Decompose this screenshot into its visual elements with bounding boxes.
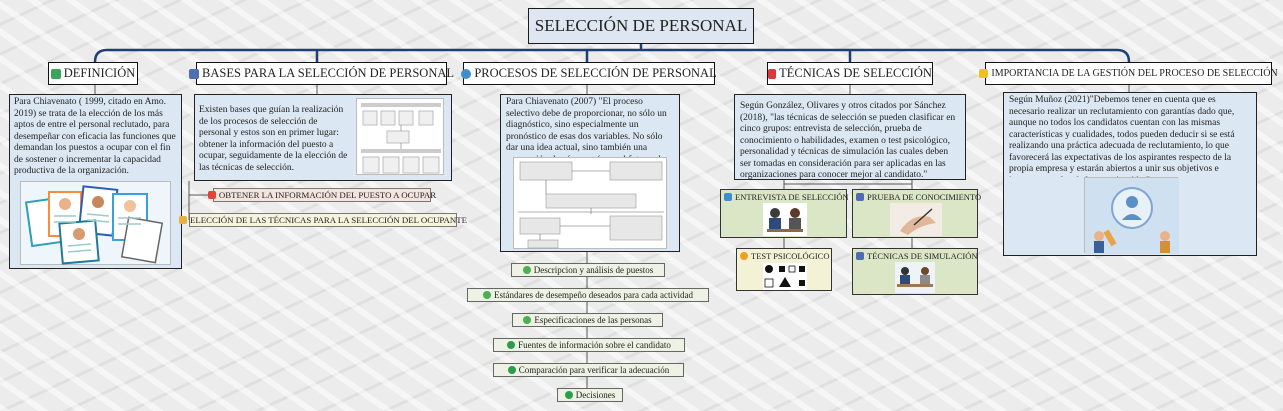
definicion-panel: Para Chiavenato ( 1999, citado en Amo. 2… [9,94,182,269]
bases-text: Existen bases que guían la realización d… [199,105,348,173]
tecnica-test-psicologico-label: TEST PSICOLÓGICO [751,251,830,261]
tecnica-test-psicologico[interactable]: TEST PSICOLÓGICO [736,248,832,291]
proceso-step-6-label: Decisiones [575,390,616,400]
bases-subitem-eleccion-label: ELECCIÓN DE LAS TÉCNICAS PARA LA SELECCI… [190,215,467,225]
proceso-step-1[interactable]: Descripcion y análisis de puestos [511,263,665,277]
proceso-step-3-label: Especificaciones de las personas [534,315,652,325]
note-icon [179,216,188,224]
branch-tecnicas-label: TÉCNICAS DE SELECCIÓN [779,66,932,80]
person-icon [724,193,732,201]
selection-illustration-image [1084,177,1179,254]
proceso-step-4[interactable]: Fuentes de información sobre el candidat… [493,338,685,352]
branch-tecnicas[interactable]: TÉCNICAS DE SELECCIÓN [767,62,933,85]
simulation-image [895,262,935,293]
star-icon [979,69,989,78]
tecnica-prueba[interactable]: PRUEBA DE CONOCIMIENTO [852,189,982,238]
progress-icon [507,366,516,374]
people-check-icon [461,68,472,79]
importancia-text: Según Muñoz (2021)"Debemos tener en cuen… [1009,95,1235,177]
procesos-text: Para Chiavenato (2007) "El proceso selec… [506,97,667,157]
progress-icon [523,316,532,324]
flag-icon [768,68,777,79]
info-icon [740,252,748,260]
bases-panel: Existen bases que guían la realización d… [194,94,452,181]
branch-importancia[interactable]: IMPORTANCIA DE LA GESTIÓN DEL PROCESO DE… [979,62,1278,85]
branch-bases-label: BASES PARA LA SELECCIÓN DE PERSONAL [202,66,455,80]
tecnica-entrevista-label: ENTREVISTA DE SELECCIÓN [735,192,849,202]
bases-diagram-image [356,98,444,175]
proceso-step-5-label: Comparación para verificar la adecuación [518,365,670,375]
tecnica-simulacion[interactable]: TÉCNICAS DE SIMULACIÓN [852,248,978,295]
proceso-step-5[interactable]: Comparación para verificar la adecuación [493,363,684,377]
branch-procesos-label: PROCESOS DE SELECCIÓN DE PERSONAL [474,66,717,80]
exclamation-icon [207,191,216,199]
tecnica-entrevista[interactable]: ENTREVISTA DE SELECCIÓN [720,189,849,238]
chart-icon [856,252,864,260]
tecnicas-panel: Según González, Olivares y otros citados… [734,94,966,180]
interview-image [763,203,807,236]
writing-test-image [890,203,942,236]
procesos-flowchart-image [513,157,667,249]
bases-subitem-obtener-label: OBTENER LA INFORMACIÓN DEL PUESTO A OCUP… [218,190,437,200]
proceso-step-1-label: Descripcion y análisis de puestos [533,265,654,275]
tecnica-prueba-label: PRUEBA DE CONOCIMIENTO [867,192,982,202]
edit-icon [50,68,61,79]
branch-bases[interactable]: BASES PARA LA SELECCIÓN DE PERSONAL [189,62,454,85]
proceso-step-3[interactable]: Especificaciones de las personas [512,313,663,327]
procesos-panel: Para Chiavenato (2007) "El proceso selec… [500,94,680,252]
resume-cv-image [20,181,171,265]
bases-subitem-obtener[interactable]: OBTENER LA INFORMACIÓN DEL PUESTO A OCUP… [207,188,436,202]
chart-icon [856,193,864,201]
proceso-step-2-label: Estándares de desempeño deseados para ca… [494,290,693,300]
proceso-step-4-label: Fuentes de información sobre el candidat… [518,340,671,350]
tecnicas-text: Según González, Olivares y otros citados… [740,101,956,181]
branch-procesos[interactable]: PROCESOS DE SELECCIÓN DE PERSONAL [461,62,717,85]
bases-subitem-eleccion[interactable]: ELECCIÓN DE LAS TÉCNICAS PARA LA SELECCI… [179,213,467,227]
psych-test-image [763,263,807,290]
branch-importancia-label: IMPORTANCIA DE LA GESTIÓN DEL PROCESO DE… [991,68,1278,79]
proceso-step-2[interactable]: Estándares de desempeño deseados para ca… [467,288,709,302]
proceso-step-6[interactable]: Decisiones [557,388,623,402]
mindmap-title: SELECCIÓN DE PERSONAL [528,8,754,44]
branch-definicion[interactable]: DEFINICIÓN [48,62,138,85]
progress-icon [507,341,516,349]
branch-definicion-label: DEFINICIÓN [63,66,136,80]
progress-icon [522,266,531,274]
definicion-text: Para Chiavenato ( 1999, citado en Amo. 2… [14,97,176,177]
progress-icon [483,291,492,299]
calendar-icon [189,68,199,79]
tecnica-simulacion-label: TÉCNICAS DE SIMULACIÓN [867,251,978,261]
check-icon [564,391,573,399]
importancia-panel: Según Muñoz (2021)"Debemos tener en cuen… [1003,92,1257,256]
